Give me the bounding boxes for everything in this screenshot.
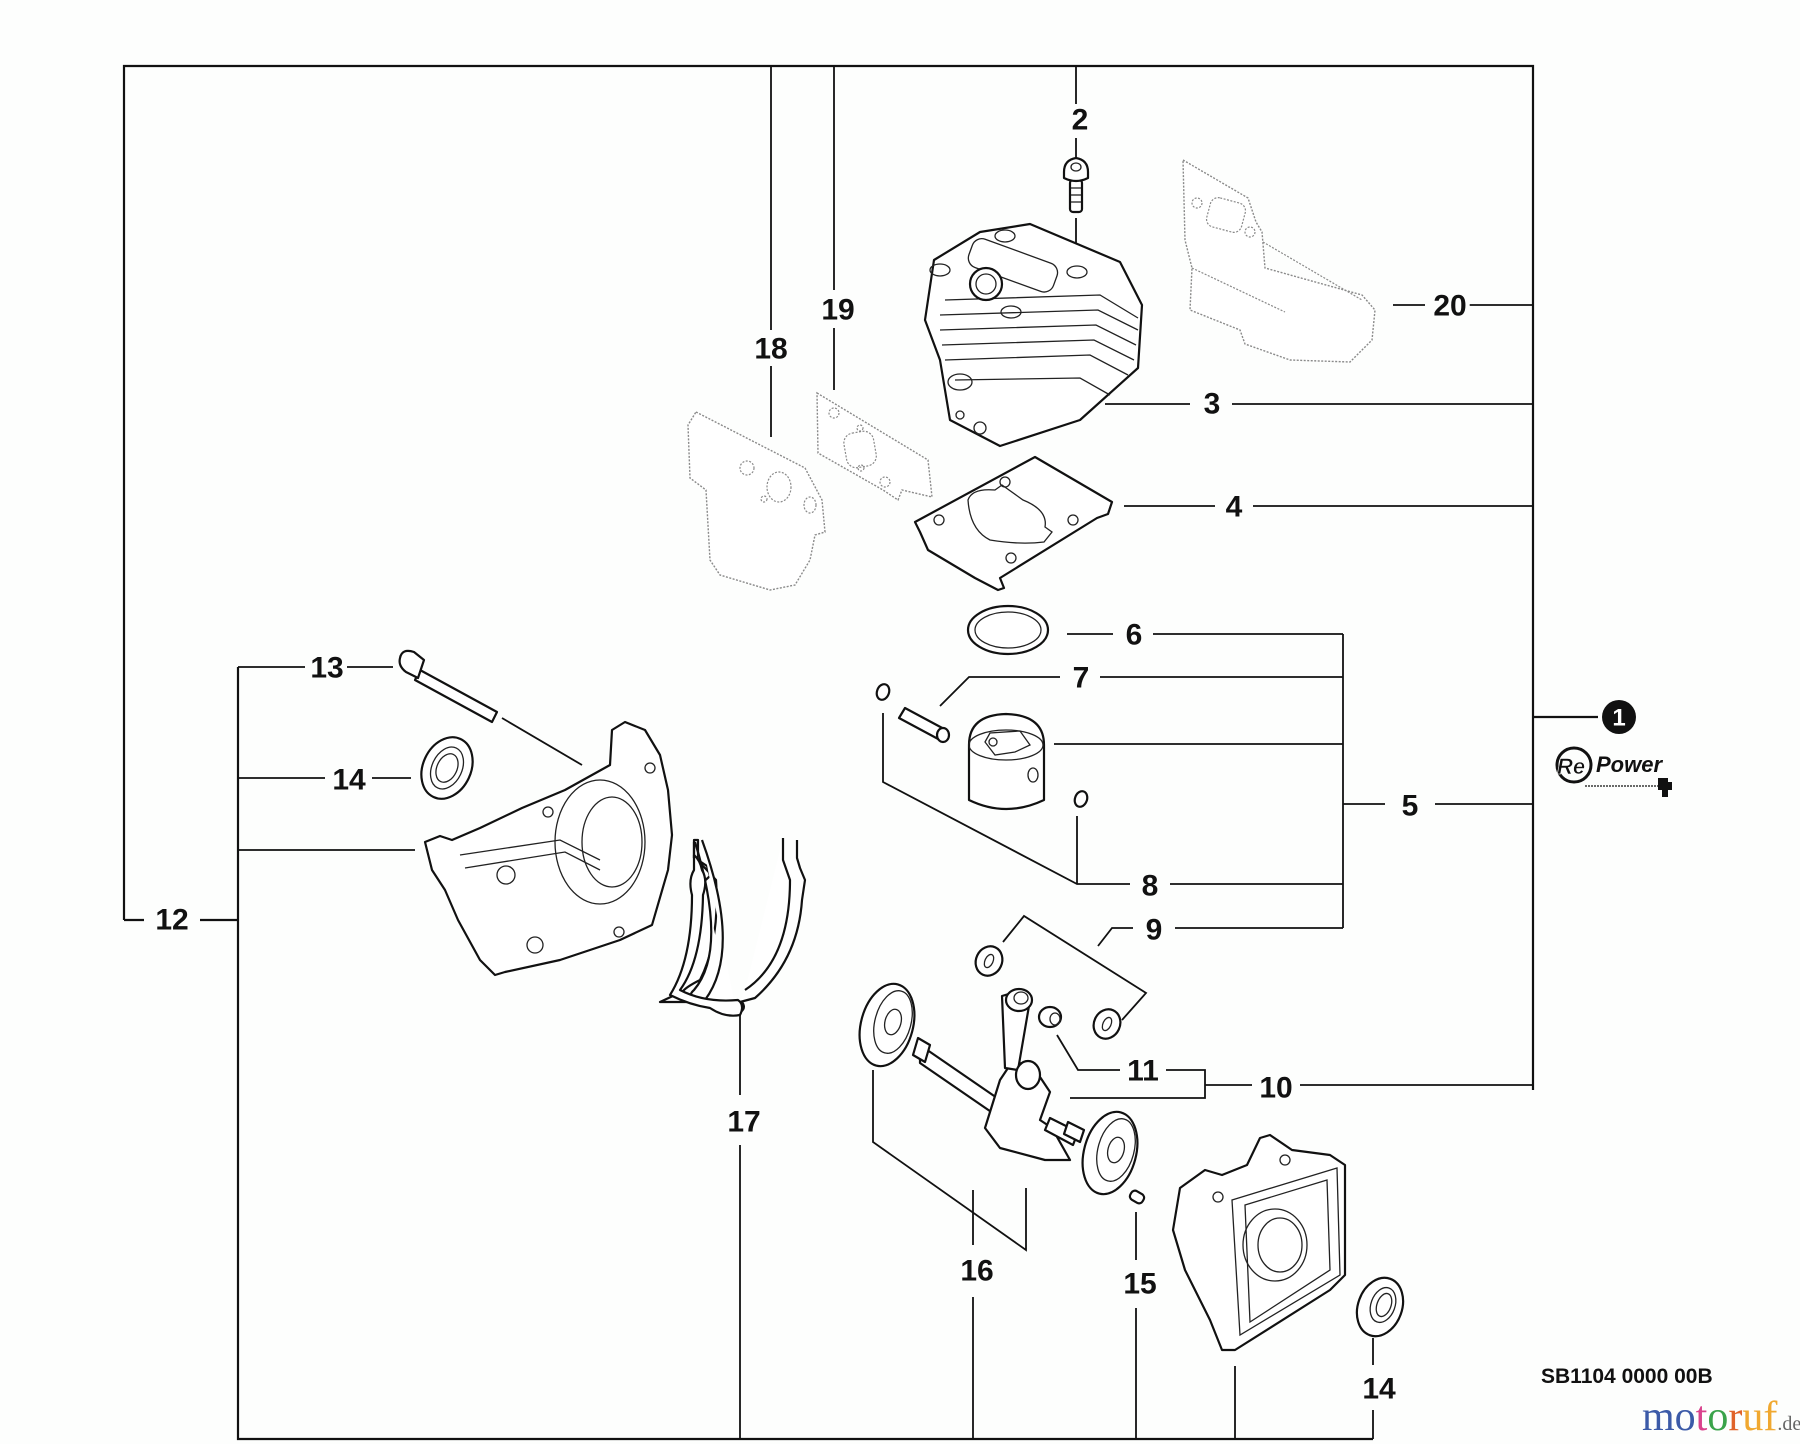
needle-bearing bbox=[1037, 1005, 1063, 1029]
watermark-suffix: .de bbox=[1777, 1413, 1800, 1435]
callout-label-background bbox=[818, 295, 858, 325]
callout-5[interactable]: 5 bbox=[1402, 790, 1419, 823]
callout-label-background bbox=[1142, 915, 1166, 945]
callout-3[interactable]: 3 bbox=[1204, 388, 1221, 421]
callout-label-background bbox=[329, 765, 369, 795]
callout-17[interactable]: 17 bbox=[727, 1106, 760, 1139]
callout-label-background bbox=[1068, 105, 1092, 135]
callout-7[interactable]: 7 bbox=[1073, 662, 1090, 695]
callout-label-background bbox=[1122, 620, 1146, 650]
callout-9[interactable]: 9 bbox=[1146, 914, 1163, 947]
callout-label-background bbox=[724, 1107, 764, 1137]
callout-labels: 2 3 4 5 6 7 8 9 10 11 12 13 14 14 15 16 … bbox=[152, 104, 1470, 1406]
callout-label-background bbox=[1120, 1269, 1160, 1299]
reference-code: SB1104 0000 00B bbox=[1541, 1365, 1713, 1388]
callout-label-background bbox=[1256, 1073, 1296, 1103]
repower-logo: Re Power bbox=[1555, 746, 1672, 797]
callout-label-background bbox=[1359, 1374, 1399, 1404]
assembly-marker[interactable]: 1 bbox=[1602, 700, 1636, 734]
crankcase-right-half bbox=[1171, 1133, 1347, 1352]
plug-icon bbox=[1658, 778, 1672, 797]
callout-label-background bbox=[1222, 492, 1246, 522]
callout-label-background bbox=[1430, 291, 1470, 321]
callout-label-background bbox=[152, 905, 192, 935]
callout-20[interactable]: 20 bbox=[1433, 290, 1466, 323]
washer bbox=[974, 945, 1122, 1040]
crankcase-bolt bbox=[398, 649, 499, 724]
piston-ring bbox=[966, 604, 1050, 656]
repower-suffix: Power bbox=[1596, 752, 1663, 777]
piston-pin bbox=[897, 706, 951, 744]
watermark-letter: m bbox=[1642, 1394, 1675, 1440]
callout-10[interactable]: 10 bbox=[1259, 1072, 1292, 1105]
watermark-letter: t bbox=[1696, 1394, 1708, 1440]
watermark: motoruf.de bbox=[1642, 1394, 1800, 1440]
callout-4[interactable]: 4 bbox=[1226, 491, 1243, 524]
circlip bbox=[875, 683, 1089, 808]
callout-13[interactable]: 13 bbox=[310, 652, 343, 685]
callout-19[interactable]: 19 bbox=[821, 294, 854, 327]
callout-8[interactable]: 8 bbox=[1142, 870, 1159, 903]
insulator-gasket bbox=[687, 411, 826, 591]
crankcase-gasket bbox=[658, 838, 807, 1017]
watermark-letter: r bbox=[1728, 1394, 1742, 1440]
callout-12[interactable]: 12 bbox=[155, 904, 188, 937]
assembly-number: 1 bbox=[1612, 705, 1625, 732]
oil-seal-right bbox=[1355, 1276, 1405, 1338]
callout-2[interactable]: 2 bbox=[1072, 104, 1089, 137]
crankcase-left-half bbox=[423, 720, 674, 977]
dowel-pin bbox=[1128, 1189, 1146, 1205]
callout-14-left[interactable]: 14 bbox=[332, 764, 366, 797]
callout-label-background bbox=[1138, 871, 1162, 901]
callout-11[interactable]: 11 bbox=[1127, 1055, 1159, 1088]
repower-prefix: Re bbox=[1557, 754, 1585, 779]
watermark-letter: u bbox=[1742, 1394, 1763, 1440]
callout-label-background bbox=[307, 653, 347, 683]
callout-label-background bbox=[1200, 389, 1224, 419]
crankshaft bbox=[911, 987, 1086, 1162]
callout-label-background bbox=[751, 334, 791, 364]
callout-label-background bbox=[1124, 1056, 1162, 1086]
oil-seal-left bbox=[420, 736, 474, 800]
repower-ring-icon bbox=[1555, 746, 1593, 784]
cylinder bbox=[923, 222, 1144, 448]
ball-bearing bbox=[858, 982, 1139, 1196]
callout-14-right[interactable]: 14 bbox=[1362, 1373, 1396, 1406]
leader-lines bbox=[238, 66, 1534, 1439]
callout-label-background bbox=[1398, 791, 1422, 821]
watermark-letter: f bbox=[1763, 1394, 1777, 1440]
assembly-frame bbox=[122, 64, 1598, 1441]
watermark-letter: o bbox=[1707, 1394, 1728, 1440]
piston bbox=[967, 712, 1046, 810]
number-badge-icon bbox=[1602, 700, 1636, 734]
callout-label-background bbox=[957, 1256, 997, 1286]
callout-label-background bbox=[1069, 663, 1093, 693]
muffler-gasket bbox=[1182, 158, 1376, 363]
intake-gasket bbox=[816, 391, 933, 502]
callout-18[interactable]: 18 bbox=[754, 333, 787, 366]
watermark-letter: o bbox=[1675, 1394, 1696, 1440]
cylinder-gasket bbox=[913, 455, 1114, 592]
callout-16[interactable]: 16 bbox=[960, 1255, 993, 1288]
cylinder-screw bbox=[1062, 156, 1090, 214]
callout-15[interactable]: 15 bbox=[1123, 1268, 1156, 1301]
callout-6[interactable]: 6 bbox=[1126, 619, 1143, 652]
